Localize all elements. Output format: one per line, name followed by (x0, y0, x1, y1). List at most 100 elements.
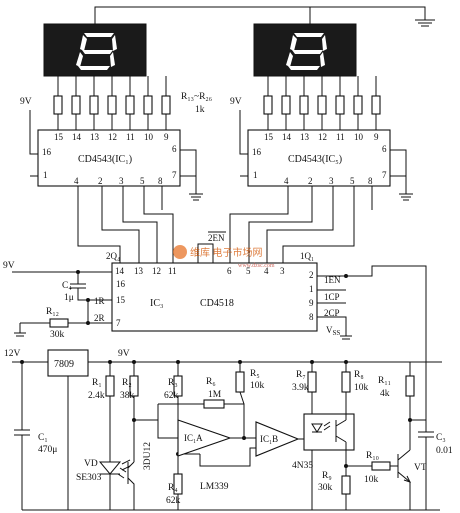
ic1-pin-6: 6 (172, 144, 177, 154)
input-12v-label: 12V (4, 349, 21, 359)
ic1-pin-9: 9 (164, 132, 169, 142)
c1-value: 470μ (38, 445, 57, 455)
ic3-cd4518: IC₃ CD4518 14 13 12 11 6 5 4 3 16 15 7 2… (111, 262, 318, 332)
r10-label: R₁₀ (366, 451, 379, 461)
comparator-label: LM339 (200, 482, 229, 492)
r11-resistor (405, 375, 415, 397)
r4-value: 62k (166, 496, 181, 506)
node-count-input (344, 274, 348, 278)
ic5-ground-wire (390, 149, 407, 194)
r1-resistor (105, 375, 115, 397)
ic3-pin-7: 7 (116, 318, 121, 328)
r12-ground (14, 323, 26, 337)
r2-resistor (129, 375, 139, 397)
ic1-label: CD4543(IC₁) (78, 154, 132, 165)
vd-part: SE303 (76, 473, 102, 483)
ic5-pin-6: 6 (382, 144, 387, 154)
ic3-cp1-label: 1CP (324, 292, 340, 302)
r6-label: R₆ (206, 377, 216, 387)
ic5-pin-13: 13 (300, 132, 310, 142)
opto-label: 4N35 (292, 461, 313, 471)
r6-value: 1M (208, 390, 222, 400)
ic3-pin-13: 13 (134, 266, 144, 276)
r7-value: 3.9k (292, 383, 309, 393)
ic3-cp2-label: 2CP (324, 308, 340, 318)
display-common-wire (94, 6, 435, 27)
ic5-pin-15: 15 (264, 132, 274, 142)
comparator-ic1a (177, 419, 232, 457)
r4-resistor (173, 473, 183, 495)
ic5-supply-label: 9V (230, 97, 242, 107)
ic3-pin-4: 4 (264, 266, 269, 276)
transistor-vt (397, 420, 411, 510)
ic5-pin-12: 12 (318, 132, 327, 142)
r1-label: R₁ (92, 378, 102, 388)
r2-label: R₂ (122, 378, 132, 388)
ic1-ground-wire (180, 149, 197, 194)
ic1-pin-13: 13 (90, 132, 100, 142)
ic1-pin-2: 2 (98, 176, 103, 186)
ic3-label: IC₃ (150, 298, 164, 309)
r3-label: R₃ (168, 378, 178, 388)
ic1-pin-1: 1 (43, 170, 48, 180)
watermark-text: 维库 电子市场网 (190, 246, 263, 259)
ic3-pin-15: 15 (116, 295, 126, 305)
ic3-pin-14: 14 (115, 266, 125, 276)
ic3-q1-label: 1Q₁ (300, 251, 314, 261)
r3-value: 62k (164, 391, 179, 401)
ic3-vss-label: VSS (326, 325, 340, 337)
r11-value: 4k (380, 389, 390, 399)
ic3-q4-label: 2Q₄ (106, 251, 120, 261)
ic3-en2-label: 2EN (208, 233, 225, 243)
ic1-pin-8: 8 (158, 176, 163, 186)
c3-capacitor (418, 431, 434, 510)
r12-label: R₁₂ (46, 307, 59, 317)
ic5-pin-3: 3 (329, 176, 334, 186)
r9-resistor (341, 475, 351, 495)
vd-label: VD (84, 459, 98, 469)
photo-label: 3DU12 (143, 442, 153, 470)
phototransistor-3du12 (117, 461, 135, 510)
ic5-pin-4: 4 (284, 176, 289, 186)
ic1-pin-10: 10 (144, 132, 154, 142)
ic5-label: CD4543(IC₅) (288, 154, 342, 165)
ic1a-label: IC₁A (184, 433, 203, 443)
ic3-pin-11: 11 (168, 266, 177, 276)
ic1-supply-label: 9V (20, 97, 32, 107)
r10-value: 10k (364, 475, 379, 485)
ic3-pin-2: 2 (309, 270, 314, 280)
r7-label: R₇ (296, 370, 306, 380)
ic3-2r-label: 2R (94, 313, 105, 323)
ic1-pin-12: 12 (108, 132, 117, 142)
r3-resistor (173, 375, 183, 397)
ic3-pin-16: 16 (116, 279, 126, 289)
ic1-pin-7: 7 (172, 170, 177, 180)
ic3-pin-5: 5 (246, 266, 251, 276)
regulator-7809 (47, 349, 89, 377)
r12-resistor (49, 318, 69, 328)
ic3-pin-6: 6 (227, 266, 232, 276)
resistor-array-right (263, 76, 381, 130)
rail-9v-label: 9V (118, 349, 130, 359)
r8-value: 10k (354, 383, 369, 393)
ic5-ground-symbol (399, 193, 413, 201)
ic5-pin-10: 10 (354, 132, 364, 142)
watermark: 维库 电子市场网 www.dzsc.com (173, 245, 275, 269)
ic1-pin-15: 15 (54, 132, 64, 142)
ic1-cd4543: CD4543(IC₁) 15 14 13 12 11 10 9 16 1 6 7… (37, 129, 181, 187)
ic5-pin-9: 9 (374, 132, 379, 142)
r6-resistor (203, 399, 225, 409)
en2-wire (197, 243, 214, 263)
bcd-bus-ic1 (77, 186, 174, 263)
r12-value: 30k (50, 330, 65, 340)
ic1-pin-16: 16 (42, 147, 52, 157)
regulator-label: 7809 (54, 359, 74, 370)
r5-wire (239, 362, 245, 405)
ic3-pin-8: 8 (309, 312, 314, 322)
ic3-part: CD4518 (200, 298, 234, 309)
ic5-cd4543: CD4543(IC₅) 15 14 13 12 11 10 9 16 1 6 7… (247, 129, 391, 187)
ic3-vss-ground (340, 335, 352, 340)
display-right (253, 23, 357, 77)
r9-value: 30k (318, 483, 333, 493)
